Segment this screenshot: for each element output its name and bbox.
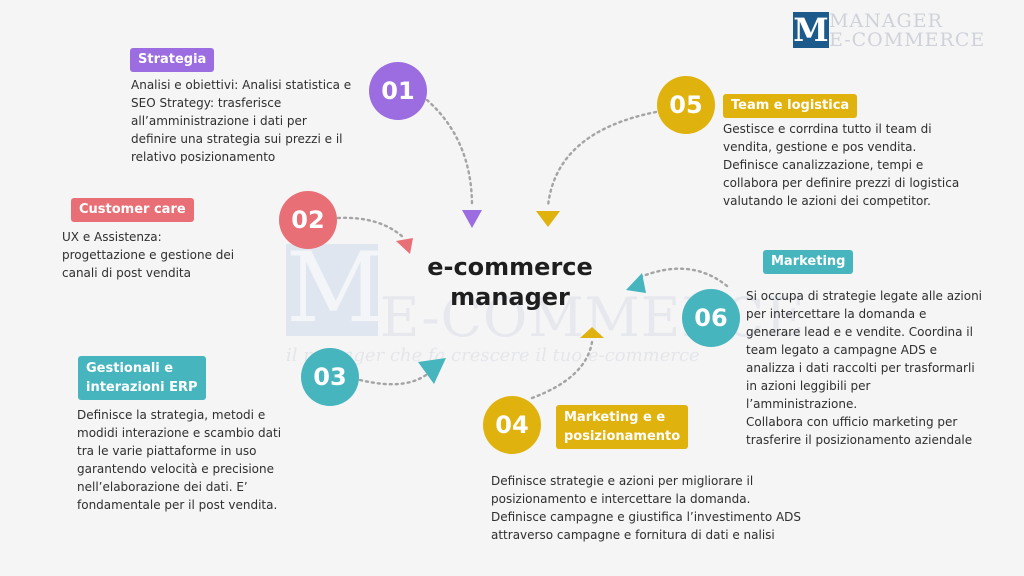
desc-line: collabora per definire prezzi di logisti…: [723, 176, 960, 190]
connector-05: [546, 110, 658, 208]
label-line: Gestionali e: [86, 361, 174, 376]
desc-line: Definisce canalizzazione, tempi e: [723, 158, 924, 172]
desc-line: all’amministrazione i dati per: [131, 114, 307, 128]
step-03-label: Gestionali e interazioni ERP: [78, 356, 206, 400]
desc-line: posizionamento e intercettare la domanda…: [491, 492, 751, 506]
label-line: Marketing e e: [564, 410, 666, 425]
step-04-label: Marketing e e posizionamento: [556, 405, 689, 449]
arrowhead-03: [418, 358, 446, 384]
step-05-circle: 05: [657, 76, 715, 134]
label-line: posizionamento: [564, 429, 681, 444]
arrowhead-04: [580, 327, 604, 338]
desc-line: Analisi e obiettivi: Analisi statistica …: [131, 78, 352, 92]
watermark-tagline: il manager che fa crescere il tuo e-comm…: [286, 345, 700, 366]
desc-line: SEO Strategy: trasferisce: [131, 96, 282, 110]
desc-line: modidi interazione e scambio dati: [77, 426, 282, 440]
desc-line: vendita, gestione e pos vendita.: [723, 140, 917, 154]
step-06-label: Marketing: [763, 250, 854, 274]
logo-letter: M: [793, 11, 829, 49]
step-02-label: Customer care: [71, 198, 194, 222]
desc-line: UX e Assistenza:: [62, 230, 162, 244]
logo-line2: E-COMMERCE: [829, 29, 986, 51]
step-03-circle: 03: [301, 348, 359, 406]
step-01-label: Strategia: [130, 48, 215, 72]
connector-01: [425, 98, 474, 208]
connector-02: [336, 216, 406, 240]
step-06-circle: 06: [682, 289, 740, 347]
desc-line: Collabora con ufficio marketing per: [746, 415, 958, 429]
desc-line: garantendo velocità e precisione: [77, 462, 275, 476]
step-05-label: Team e logistica: [723, 94, 858, 118]
desc-line: nell’elaborazione dei dati. E’: [77, 480, 248, 494]
desc-line: canali di post vendita: [62, 266, 191, 280]
connector-03: [358, 368, 434, 386]
center-title-line2: manager: [450, 283, 570, 311]
desc-line: l’amministrazione.: [746, 397, 858, 411]
connector-06: [636, 267, 729, 288]
desc-line: fondamentale per il post vendita.: [77, 498, 278, 512]
step-06-description: Si occupa di strategie legate alle azion…: [746, 287, 1018, 449]
center-title-line1: e-commerce: [427, 253, 593, 281]
step-01-description: Analisi e obiettivi: Analisi statistica …: [131, 76, 371, 166]
step-03-description: Definisce la strategia, metodi e modidi …: [77, 406, 307, 514]
desc-line: attraverso campagne e fornitura di dati …: [491, 528, 775, 542]
desc-line: Si occupa di strategie legate alle azion…: [746, 289, 983, 303]
logo-line1: MANAGER: [829, 10, 943, 32]
desc-line: analizza i dati raccolti per trasformarl…: [746, 361, 975, 375]
arrowhead-02: [396, 238, 413, 254]
step-04-description: Definisce strategie e azioni per miglior…: [491, 472, 851, 544]
desc-line: Definisce strategie e azioni per miglior…: [491, 474, 754, 488]
step-02-description: UX e Assistenza: progettazione e gestion…: [62, 228, 272, 282]
desc-line: in azioni leggibili per: [746, 379, 871, 393]
desc-line: Definisce la strategia, metodi e: [77, 408, 266, 422]
desc-line: definire una strategia sui prezzi e il: [131, 132, 343, 146]
step-05-description: Gestisce e corrdina tutto il team di ven…: [723, 120, 993, 210]
step-04-circle: 04: [483, 396, 541, 454]
brand-logo: M MANAGER E-COMMERCE: [793, 10, 993, 52]
desc-line: progettazione e gestione dei: [62, 248, 235, 262]
connector-04: [530, 340, 594, 400]
desc-line: valutando le azioni dei competitor.: [723, 194, 931, 208]
desc-line: team legato a campagne ADS e: [746, 343, 937, 357]
desc-line: tra le varie piattaforme in uso: [77, 444, 257, 458]
step-02-circle: 02: [279, 191, 337, 249]
watermark-logo-block: [286, 244, 378, 336]
arrowhead-06: [626, 273, 646, 293]
desc-line: per intercettare la domanda e: [746, 307, 927, 321]
center-title: e-commerce manager: [405, 252, 615, 312]
desc-line: generare lead e e vendite. Coordina il: [746, 325, 973, 339]
desc-line: Definisce campagne e giustifica l’invest…: [491, 510, 802, 524]
arrowhead-05: [536, 211, 560, 227]
desc-line: trasferire il posizionamento aziendale: [746, 433, 973, 447]
watermark-letter: M: [286, 232, 385, 344]
step-01-circle: 01: [369, 62, 427, 120]
arrowhead-01: [462, 210, 482, 228]
desc-line: Gestisce e corrdina tutto il team di: [723, 122, 932, 136]
desc-line: relativo posizionamento: [131, 150, 276, 164]
label-line: interazioni ERP: [86, 380, 198, 395]
